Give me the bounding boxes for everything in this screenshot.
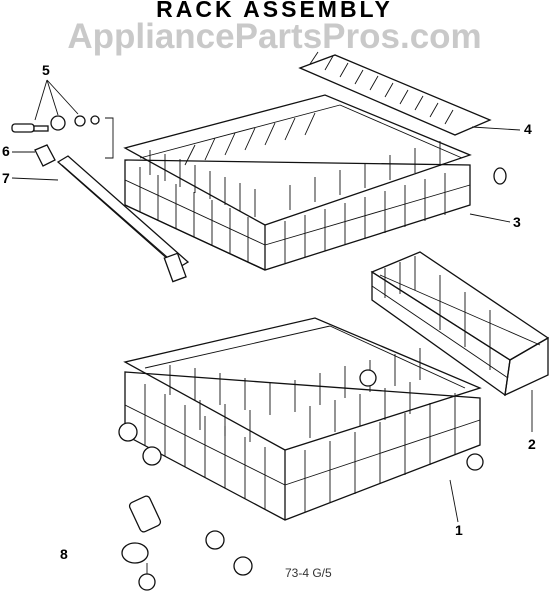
callout-2: 2 bbox=[528, 436, 536, 452]
callout-1: 1 bbox=[455, 522, 463, 538]
callout-7: 7 bbox=[2, 170, 10, 186]
stop-clip bbox=[34, 144, 56, 167]
callout-5: 5 bbox=[42, 62, 50, 78]
cup-shelf bbox=[298, 51, 492, 136]
drawing-code: 73-4 G/5 bbox=[285, 566, 332, 580]
leader-lines bbox=[11, 126, 533, 523]
watermark-text: AppliancePartsPros.com bbox=[67, 17, 482, 56]
silverware-basket bbox=[370, 251, 549, 397]
rack-rail bbox=[56, 155, 190, 283]
roller-hardware bbox=[11, 79, 114, 159]
diagram-title: RACK ASSEMBLY bbox=[156, 0, 393, 22]
callout-4: 4 bbox=[524, 121, 532, 137]
lower-rack bbox=[118, 317, 484, 576]
upper-rack bbox=[123, 94, 507, 271]
callout-3: 3 bbox=[513, 214, 521, 230]
wheel-parts bbox=[121, 495, 162, 591]
callout-8: 8 bbox=[60, 546, 68, 562]
callout-6: 6 bbox=[2, 143, 10, 159]
